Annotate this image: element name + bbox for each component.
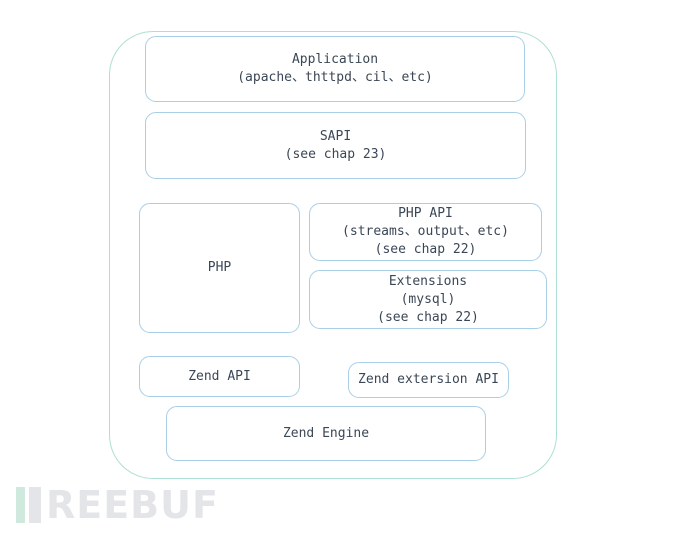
freebuf-logo-icon [16, 487, 42, 523]
zend-extension-api-title: Zend extersion API [358, 372, 499, 387]
extensions-reference: (see chap 22) [377, 309, 479, 325]
watermark-text: REEBUF [46, 483, 219, 527]
php-api-subtitle: (streams、output、etc) [342, 224, 509, 239]
application-subtitle: (apache、thttpd、cil、etc) [237, 70, 433, 85]
zend-engine-box: Zend Engine [166, 406, 486, 461]
application-title: Application [291, 52, 379, 67]
php-api-box: PHP API (streams、output、etc) (see chap 2… [309, 203, 542, 261]
php-api-title: PHP API [398, 206, 453, 221]
zend-api-box: Zend API [139, 356, 300, 397]
zend-extension-api-box: Zend extersion API [348, 362, 509, 398]
zend-api-title: Zend API [188, 368, 251, 384]
extensions-title: Extensions [388, 273, 468, 289]
php-box: PHP [139, 203, 300, 333]
zend-engine-title: Zend Engine [282, 425, 370, 441]
freebuf-watermark: REEBUF [16, 483, 219, 527]
php-title: PHP [207, 260, 232, 275]
sapi-subtitle: (see chap 23) [284, 146, 387, 162]
outer-container [109, 31, 557, 479]
sapi-title: SAPI [319, 128, 352, 144]
sapi-box: SAPI (see chap 23) [145, 112, 526, 179]
php-api-reference: (see chap 22) [374, 242, 477, 257]
extensions-box: Extensions (mysql) (see chap 22) [309, 270, 547, 329]
application-box: Application (apache、thttpd、cil、etc) [145, 36, 525, 102]
extensions-subtitle: (mysql) [400, 291, 456, 307]
